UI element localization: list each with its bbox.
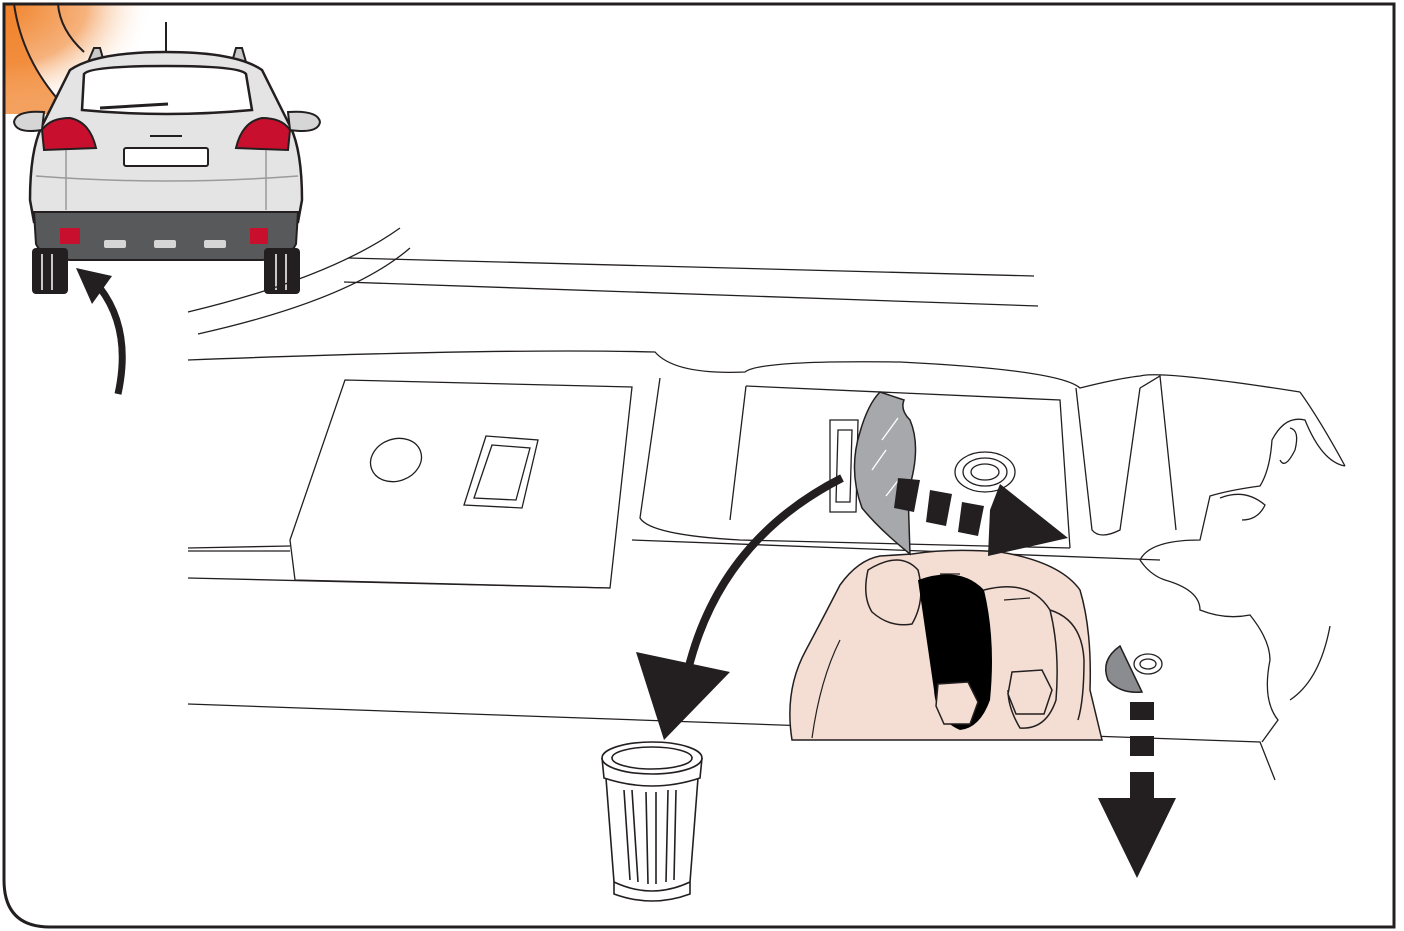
hand-icon [789, 549, 1103, 741]
cap-plug-icon [1105, 644, 1163, 693]
corner-tab-outline-inner [57, 3, 85, 53]
corner-tab-outline [13, 3, 63, 105]
dashed-arrow-down-icon [1098, 702, 1176, 878]
bumper-detail [187, 227, 1346, 781]
trash-bin-icon [601, 741, 703, 902]
curved-pointer-arrow-icon [76, 268, 126, 395]
vehicle-rear-view-icon [12, 22, 322, 294]
protective-sticker-icon [853, 391, 917, 556]
dashed-arrow-right-icon [894, 478, 1068, 556]
curved-discard-arrow-icon [636, 474, 844, 740]
